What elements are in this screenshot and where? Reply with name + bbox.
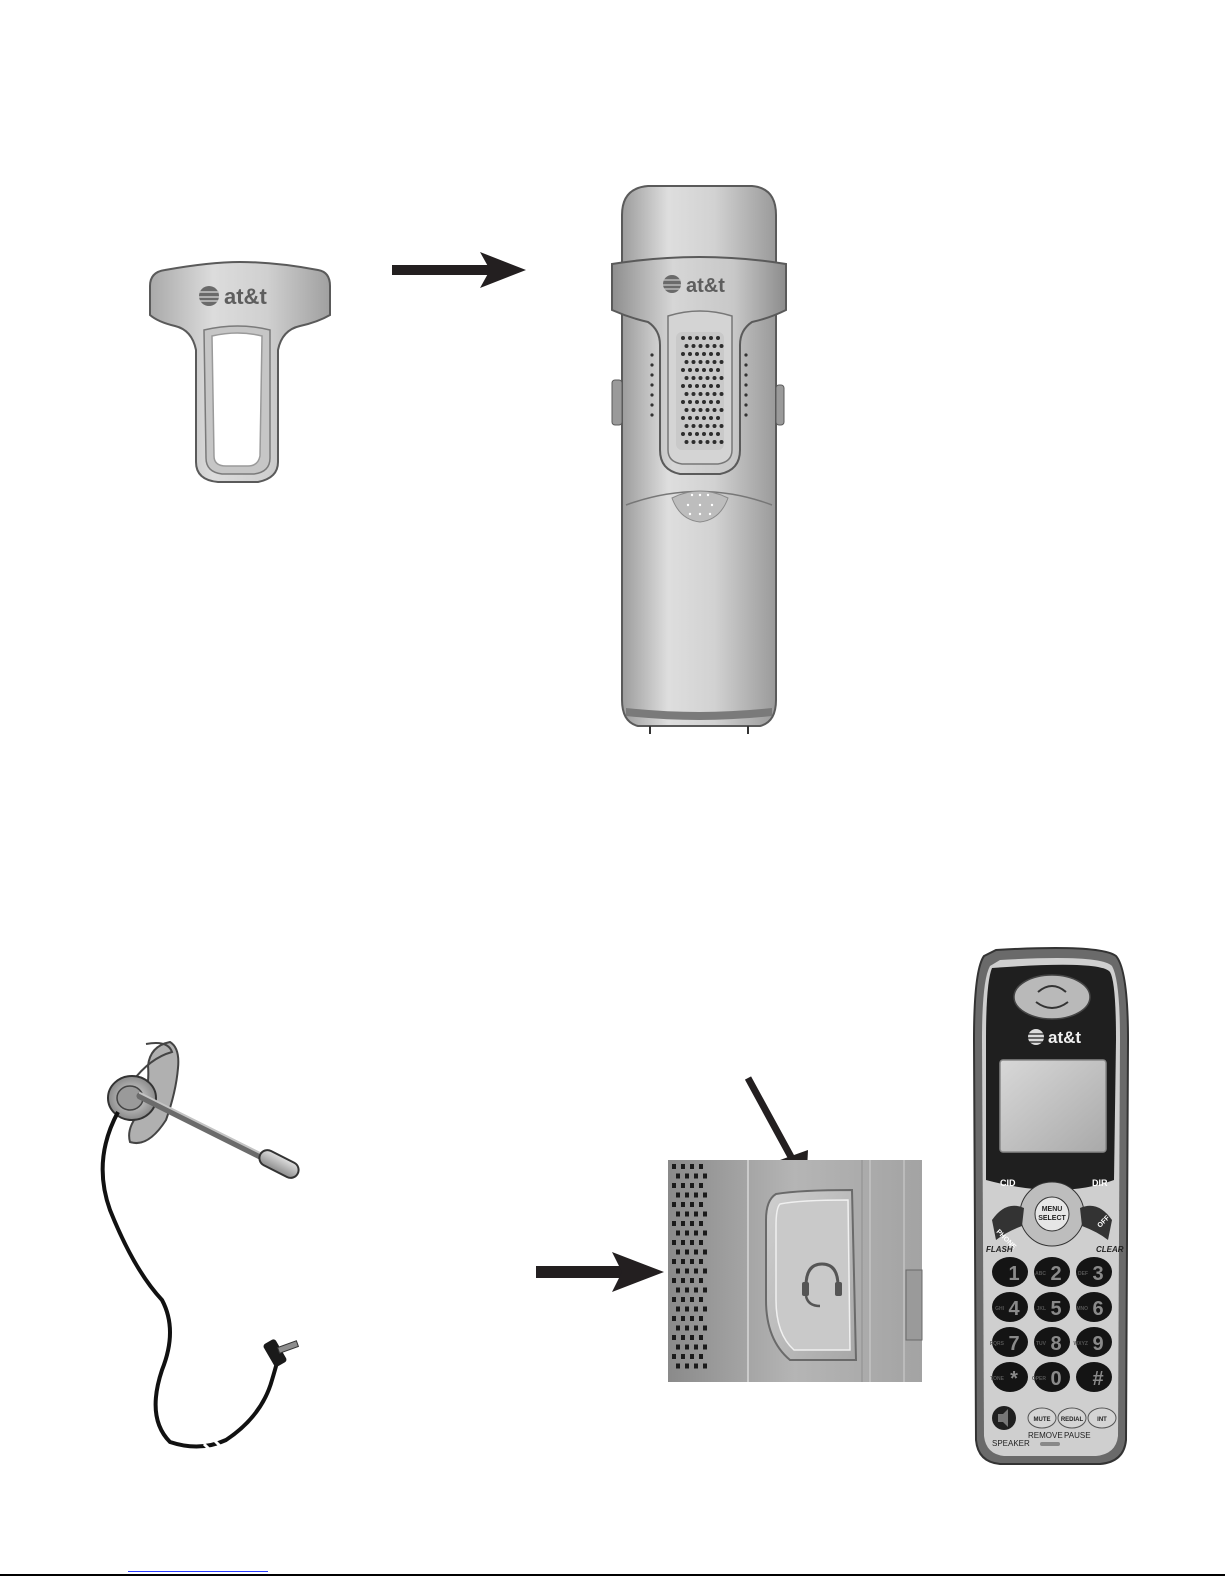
arrow-to-headset-jack — [536, 1252, 664, 1292]
key-clear: CLEAR — [1096, 1245, 1124, 1254]
keypad-digit: 2 — [1050, 1263, 1061, 1285]
key-int: INT — [1097, 1417, 1107, 1423]
key-mute: MUTE — [1034, 1417, 1051, 1423]
key-dir[interactable]: DIR — [1092, 1178, 1108, 1188]
key-pause: PAUSE — [1064, 1431, 1091, 1440]
keypad-digit: 4 — [1008, 1298, 1020, 1320]
keypad-letters: PQRS — [990, 1341, 1005, 1347]
key-menu: MENU — [1042, 1206, 1063, 1213]
key-select: SELECT — [1038, 1215, 1066, 1222]
key-remove: REMOVE — [1028, 1431, 1063, 1440]
handset-back: at&t — [612, 186, 786, 734]
key-flash: FLASH — [986, 1245, 1013, 1254]
att-globe-icon — [663, 275, 681, 293]
att-globe-icon — [199, 286, 219, 306]
charge-contact — [1040, 1442, 1060, 1446]
headset-jack-closeup — [668, 1160, 922, 1382]
keypad-letters: MNO — [1076, 1306, 1088, 1312]
clip-logo: at&t — [224, 284, 267, 309]
keypad-letters: DEF — [1078, 1271, 1088, 1277]
keypad-digit: * — [1010, 1368, 1018, 1390]
headset — [103, 1042, 302, 1458]
key-cid[interactable]: CID — [1000, 1178, 1016, 1188]
key-speaker: SPEAKER — [992, 1439, 1030, 1448]
keypad-digit: 5 — [1050, 1298, 1061, 1320]
keypad-letters: WXYZ — [1074, 1341, 1088, 1347]
menu-select-button[interactable] — [1035, 1197, 1069, 1231]
keypad-letters: ABC — [1035, 1271, 1046, 1277]
footer-rule — [0, 1574, 1225, 1576]
handset-front-logo: at&t — [1048, 1028, 1081, 1047]
keypad-digit: 1 — [1008, 1263, 1019, 1285]
keypad-digit: # — [1092, 1368, 1103, 1390]
keypad-letters: GHI — [995, 1306, 1005, 1312]
keypad-letters: TUV — [1036, 1341, 1047, 1347]
arrow-to-phone-back — [392, 252, 526, 288]
handset-screen — [1000, 1060, 1106, 1152]
att-globe-icon — [1028, 1029, 1044, 1045]
keypad-letters: TONE — [990, 1376, 1004, 1382]
keypad-digit: 7 — [1008, 1333, 1019, 1355]
keypad-digit: 6 — [1092, 1298, 1103, 1320]
handset-front: at&t CID DIR MENU SELECT PHONE OFF FLASH… — [974, 948, 1128, 1464]
footer-link-underline — [128, 1571, 268, 1572]
keypad-digit: 8 — [1050, 1333, 1061, 1355]
handset-back-logo: at&t — [686, 275, 725, 297]
keypad-letters: JKL — [1037, 1306, 1046, 1312]
key-redial: REDIAL — [1061, 1417, 1084, 1423]
keypad-digit: 3 — [1092, 1263, 1103, 1285]
keypad-letters: OPER — [1032, 1376, 1047, 1382]
keypad-digit: 0 — [1050, 1368, 1061, 1390]
keypad-digit: 9 — [1092, 1333, 1103, 1355]
belt-clip: at&t — [150, 262, 330, 482]
